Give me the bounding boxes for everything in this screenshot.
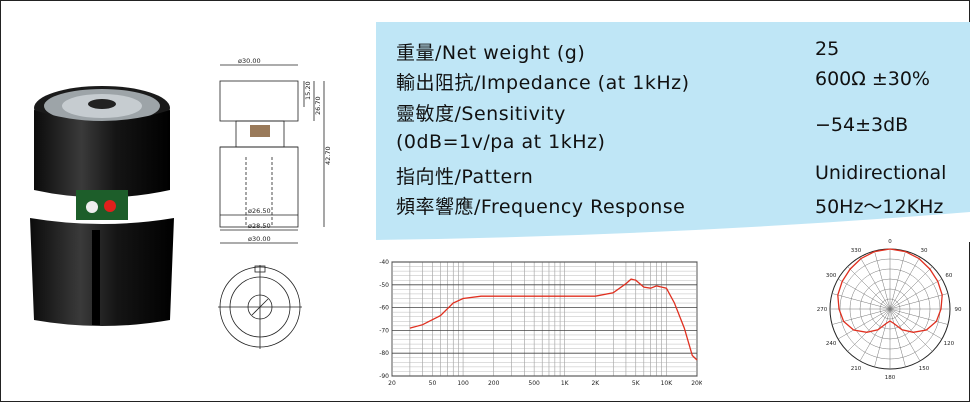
polar-angle-tick: 270	[817, 307, 828, 313]
polar-angle-tick: 330	[851, 248, 862, 254]
freq-x-tick: 20	[388, 380, 396, 387]
freq-y-tick: -40	[379, 259, 389, 266]
polar-spoke	[889, 308, 921, 362]
spec-label-impedance: 輸出阻抗/Impedance (at 1kHz)	[396, 72, 690, 94]
spec-label-pattern: 指向性/Pattern	[396, 166, 534, 188]
spec-value-sensitivity: −54±3dB	[815, 114, 909, 136]
freq-x-tick: 5K	[632, 380, 641, 387]
freq-x-tick: 1K	[561, 380, 570, 387]
freq-x-tick: 500	[528, 380, 540, 387]
polar-spoke	[859, 256, 891, 310]
spec-value-impedance: 600Ω ±30%	[815, 68, 930, 90]
polar-angle-tick: 210	[851, 366, 862, 372]
spec-label-frequency: 頻率響應/Frequency Response	[396, 196, 686, 218]
dim-h1: 15.20	[304, 81, 312, 100]
polar-angle-tick: 120	[944, 341, 955, 347]
freq-y-tick: -90	[379, 373, 389, 380]
spec-value-pattern: Unidirectional	[815, 162, 947, 184]
polar-spoke	[831, 293, 891, 310]
polar-angle-tick: 90	[955, 307, 962, 313]
polar-spoke	[859, 308, 891, 362]
polar-spoke	[874, 250, 891, 310]
freq-y-tick: -70	[379, 327, 389, 334]
polar-spoke	[889, 250, 906, 310]
polar-spoke	[847, 308, 891, 352]
dim-h3: 42.70	[324, 146, 332, 165]
polar-spoke	[889, 278, 943, 310]
polar-spoke	[889, 308, 906, 368]
freq-response-curve	[409, 278, 698, 361]
polar-spoke	[889, 256, 921, 310]
polar-angle-tick: 300	[826, 273, 837, 279]
dim-d3: ø30.00	[248, 235, 271, 243]
dim-d1: ø26.50	[248, 207, 271, 215]
polar-pattern-curve	[837, 248, 943, 333]
polar-angle-tick: 30	[921, 248, 928, 254]
freq-x-tick: 2K	[591, 380, 600, 387]
spec-label-sensitivity-note: (0dB=1v/pa at 1kHz)	[396, 131, 606, 153]
panel-wave	[376, 212, 970, 242]
freq-y-tick: -50	[379, 282, 389, 289]
polar-angle-tick: 240	[826, 341, 837, 347]
freq-x-tick: 50	[429, 380, 437, 387]
polar-angle-tick: 150	[919, 366, 930, 372]
freq-plot-area	[391, 261, 698, 377]
dimension-drawing: ø30.00 ø26.50 ø28.50 ø30.00 15.20 26.70 …	[219, 57, 332, 244]
polar-spoke	[837, 308, 891, 340]
dim-top: ø30.00	[238, 57, 261, 65]
polar-spoke	[837, 278, 891, 310]
spec-value-weight: 25	[815, 38, 840, 60]
polar-pattern-chart: 0 30 60 90 120 150 180 210 240 270 300 330	[817, 239, 962, 381]
polar-spoke	[889, 308, 943, 340]
polar-angle-tick: 180	[885, 375, 896, 381]
spec-panel	[376, 22, 970, 242]
spec-label-sensitivity: 靈敏度/Sensitivity	[396, 103, 566, 125]
polar-angle-tick: 0	[888, 239, 892, 245]
polar-spoke	[889, 308, 949, 325]
freq-y-tick: -60	[379, 305, 389, 312]
microphone-cartridge-photo	[30, 86, 174, 326]
freq-x-tick: 100	[457, 380, 469, 387]
freq-x-tick: 200	[488, 380, 500, 387]
polar-spoke	[889, 308, 933, 352]
dim-d2: ø28.50	[248, 222, 271, 230]
spec-label-weight: 重量/Net weight (g)	[396, 42, 586, 64]
bottom-view-drawing	[218, 265, 302, 349]
freq-y-tick: -80	[379, 350, 389, 357]
polar-spoke	[889, 293, 949, 310]
polar-spoke	[831, 308, 891, 325]
dim-h2: 26.70	[314, 96, 322, 115]
polar-spoke	[889, 266, 933, 310]
polar-spoke	[874, 308, 891, 368]
polar-spoke	[847, 266, 891, 310]
polar-angle-tick: 60	[945, 273, 952, 279]
freq-x-tick: 20K	[691, 380, 702, 387]
freq-x-tick: 10K	[661, 380, 674, 387]
spec-value-frequency: 50Hz～12KHz	[815, 196, 944, 218]
